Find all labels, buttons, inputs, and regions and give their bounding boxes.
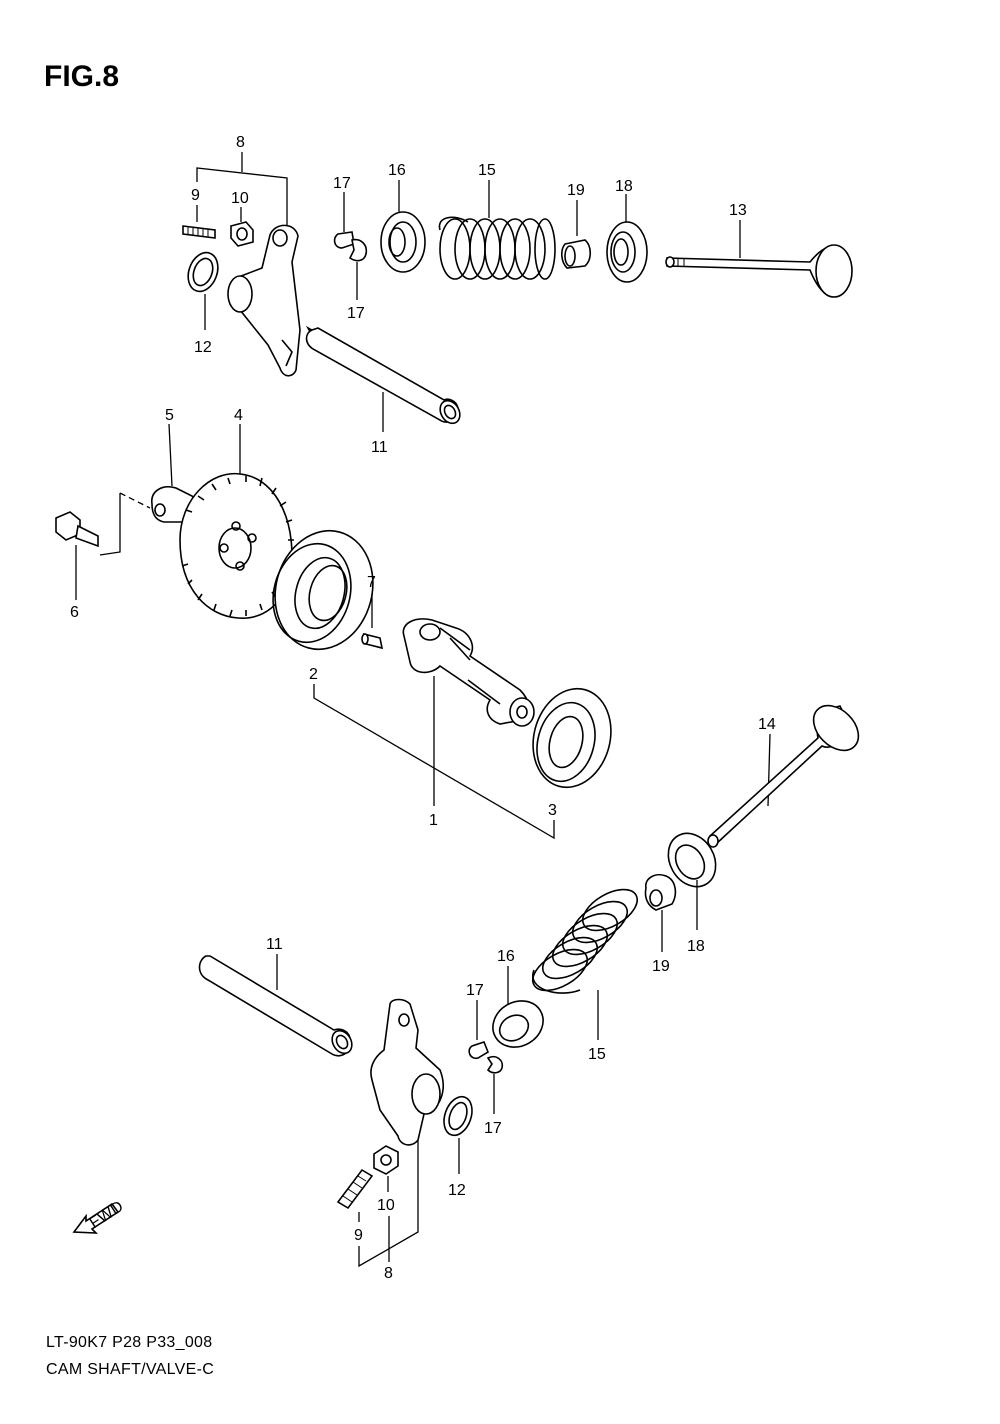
- callout-10-top: 10: [231, 190, 249, 207]
- adjust-screw-9-top: [182, 225, 216, 239]
- lock-nut-10-top: [230, 221, 254, 247]
- callout-17-top-b: 17: [347, 305, 365, 322]
- callout-12-top: 12: [194, 339, 212, 356]
- bearing-2: [272, 529, 374, 651]
- callout-17-top-a: 17: [333, 175, 351, 192]
- camshaft-1: [402, 618, 535, 727]
- callout-19-top: 19: [567, 182, 585, 199]
- callout-15-top: 15: [478, 162, 496, 179]
- stem-seal-19-top: [561, 239, 592, 269]
- rocker-arm-8-top: [227, 224, 301, 377]
- callout-18-top: 18: [615, 178, 633, 195]
- callout-8-top: 8: [236, 134, 245, 151]
- cotter-17-top-b: [348, 238, 368, 262]
- sprocket-bolt-6: [55, 511, 99, 548]
- adjust-screw-9-bottom: [336, 1168, 374, 1210]
- bearing-3: [532, 687, 612, 789]
- callout-14: 14: [758, 716, 776, 733]
- callout-16-bottom: 16: [497, 948, 515, 965]
- cotter-17-bottom-b: [486, 1055, 504, 1074]
- rocker-arm-8-bottom: [370, 998, 444, 1146]
- footer-model-code: LT-90K7 P28 P33_008: [46, 1334, 213, 1351]
- callout-7: 7: [367, 574, 376, 591]
- leader-8-top: [196, 167, 288, 228]
- callout-12-bottom: 12: [448, 1182, 466, 1199]
- callout-18-bottom: 18: [687, 938, 705, 955]
- washer-12-top: [187, 251, 219, 293]
- rocker-shaft-11-bottom: [198, 955, 353, 1057]
- spring-seat-18-top: [606, 221, 648, 283]
- callout-19-bottom: 19: [652, 958, 670, 975]
- callout-11-bottom: 11: [266, 936, 283, 953]
- rocker-shaft-11-top: [305, 325, 461, 425]
- lock-nut-10-bottom: [373, 1145, 399, 1175]
- valve-spring-15-bottom: [532, 888, 638, 994]
- callout-9-bottom: 9: [354, 1227, 363, 1244]
- callout-9-top: 9: [191, 187, 200, 204]
- spring-seat-18-bottom: [667, 832, 717, 888]
- callout-4: 4: [234, 407, 243, 424]
- callout-16-top: 16: [388, 162, 406, 179]
- callout-13: 13: [729, 202, 747, 219]
- spring-retainer-16-top: [380, 211, 426, 273]
- callout-3: 3: [548, 802, 557, 819]
- cam-sprocket-4: [179, 472, 294, 619]
- intake-valve-14: [707, 704, 860, 848]
- callout-10-bottom: 10: [377, 1197, 395, 1214]
- cotter-17-top-a: [333, 231, 355, 249]
- callout-17-bottom-a: 17: [466, 982, 484, 999]
- callout-17-bottom-b: 17: [484, 1120, 502, 1137]
- fwd-arrow-icon: FWD: [72, 1198, 127, 1234]
- cotter-17-bottom-a: [468, 1041, 489, 1060]
- footer-section-name: CAM SHAFT/VALVE-C: [46, 1361, 215, 1378]
- dowel-pin-7: [361, 632, 384, 650]
- valve-spring-15-top: [438, 216, 556, 280]
- figure-title: FIG.8: [44, 60, 120, 93]
- callout-2: 2: [309, 666, 318, 683]
- exhaust-valve-13: [665, 244, 853, 298]
- spring-retainer-16-bottom: [492, 1000, 544, 1048]
- stem-seal-19-bottom: [644, 873, 677, 911]
- callout-15-bottom: 15: [588, 1046, 606, 1063]
- callout-6: 6: [70, 604, 79, 621]
- callout-1: 1: [429, 812, 438, 829]
- callout-11-top: 11: [371, 439, 388, 456]
- callout-5: 5: [165, 407, 174, 424]
- fwd-label: FWD: [87, 1198, 127, 1232]
- washer-12-bottom: [443, 1095, 473, 1137]
- callout-8-bottom: 8: [384, 1265, 393, 1282]
